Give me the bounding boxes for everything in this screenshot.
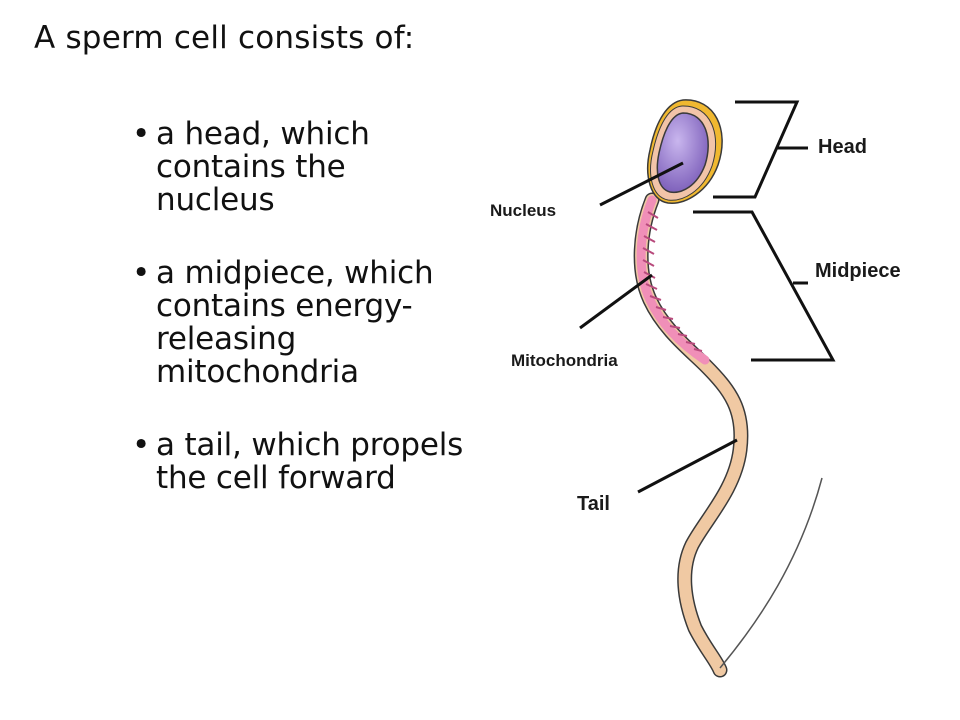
bullet-text: a tail, which propels the cell forward <box>156 427 464 496</box>
head-bracket <box>713 100 808 199</box>
bullet-dot: • <box>132 427 151 463</box>
slide-title: A sperm cell consists of: <box>34 20 415 56</box>
label-head: Head <box>818 136 867 158</box>
bullet-text: a head, which contains the nucleus <box>156 116 370 218</box>
label-nucleus: Nucleus <box>490 201 556 220</box>
bullet-item-midpiece: • a midpiece, which contains energy-rele… <box>132 257 472 389</box>
bullet-item-tail: • a tail, which propels the cell forward <box>132 429 472 495</box>
midpiece-body <box>636 195 710 365</box>
mitochondria-leader <box>579 273 653 330</box>
bullet-list: • a head, which contains the nucleus • a… <box>132 118 472 535</box>
bullet-text: a midpiece, which contains energy-releas… <box>156 255 434 390</box>
label-midpiece: Midpiece <box>815 260 901 282</box>
tail <box>633 192 823 678</box>
mitochondria-helix <box>642 211 703 352</box>
tail-leader <box>637 438 738 494</box>
nucleus <box>656 112 709 194</box>
label-tail: Tail <box>577 493 610 515</box>
tail-end-filament <box>719 477 823 669</box>
midpiece-bracket <box>693 210 836 362</box>
bullet-dot: • <box>132 255 151 291</box>
midpiece <box>636 195 710 365</box>
tail-fill <box>635 194 747 676</box>
bullet-dot: • <box>132 116 151 152</box>
head <box>647 99 723 204</box>
leader-lines <box>579 161 738 494</box>
nucleus-leader <box>599 161 684 207</box>
bullet-item-head: • a head, which contains the nucleus <box>132 118 472 217</box>
label-mitochondria: Mitochondria <box>511 351 618 370</box>
